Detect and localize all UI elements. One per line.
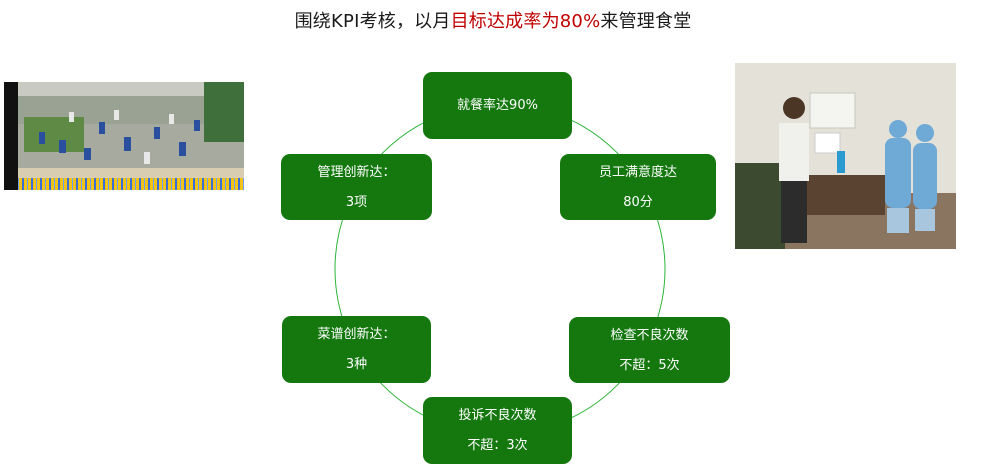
kpi-box-inspection-defects: 检查不良次数 不超：5次 [569,317,730,383]
kpi-value: 3项 [345,194,368,210]
kpi-label: 菜谱创新达： [317,327,396,342]
kpi-value: 3种 [345,357,368,372]
title-prefix: 围绕KPI考核，以月 [294,11,451,32]
kpi-value: 不超：5次 [619,357,680,373]
title-highlight: 目标达成率为80% [450,11,601,32]
kpi-value: 不超：3次 [467,438,528,453]
kpi-box-employee-satisfaction: 员工满意度达 80分 [560,154,716,220]
kpi-label: 员工满意度达 [598,164,677,180]
kpi-box-dining-rate: 就餐率达90% [423,72,572,139]
kpi-label: 管理创新达： [317,164,396,180]
inspection-photo [735,63,956,249]
canteen-photo [4,82,244,190]
kpi-box-management-innovation: 管理创新达： 3项 [281,154,432,220]
title-suffix: 来管理食堂 [600,11,692,32]
kpi-value: 80分 [623,194,653,210]
kpi-label: 就餐率达90% [457,98,538,113]
kpi-box-complaint-defects: 投诉不良次数 不超：3次 [423,397,572,464]
page-title: 围绕KPI考核，以月目标达成率为80%来管理食堂 [0,7,986,33]
kpi-label: 投诉不良次数 [458,408,537,423]
kpi-label: 检查不良次数 [610,327,689,343]
kpi-box-menu-innovation: 菜谱创新达： 3种 [282,316,431,383]
